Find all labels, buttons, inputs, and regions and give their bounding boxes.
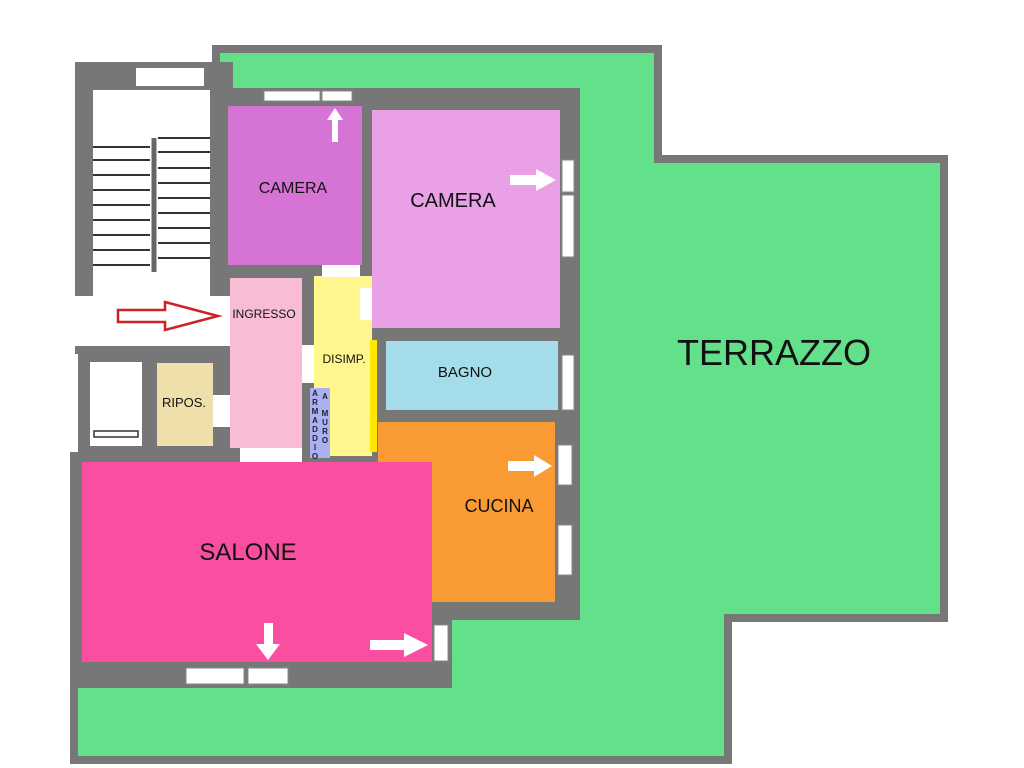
room-salone xyxy=(82,462,432,662)
room-camera-1 xyxy=(228,106,362,265)
svg-text:A: A xyxy=(312,416,318,425)
window-arrow-icon xyxy=(256,108,556,660)
entrance-arrow-icon xyxy=(116,300,223,332)
svg-text:D: D xyxy=(312,425,318,434)
svg-text:R: R xyxy=(312,398,318,407)
room-bagno xyxy=(386,341,558,410)
label-bagno: BAGNO xyxy=(438,364,492,381)
doorway xyxy=(322,265,360,277)
svg-text:U: U xyxy=(322,418,328,427)
room-ripostiglio xyxy=(157,363,213,446)
label-disimpegno: DISIMP. xyxy=(322,352,365,366)
label-cucina: CUCINA xyxy=(464,496,533,516)
window xyxy=(136,68,204,86)
stairs xyxy=(93,137,210,272)
svg-text:M: M xyxy=(312,407,319,416)
svg-text:D: D xyxy=(312,434,318,443)
label-salone: SALONE xyxy=(199,539,296,566)
svg-text:O: O xyxy=(312,452,318,461)
doorway xyxy=(302,345,314,383)
svg-text:A: A xyxy=(312,389,318,398)
disimpegno-edge xyxy=(370,340,377,452)
svg-text:R: R xyxy=(322,427,328,436)
label-ripostiglio: RIPOS. xyxy=(162,395,206,410)
room-armadi xyxy=(310,388,330,458)
doorway xyxy=(213,395,230,427)
svg-text:M: M xyxy=(322,409,329,418)
label-armadi-a-muro: A R M A D D I O A M U R O xyxy=(312,389,329,461)
windows xyxy=(185,90,575,685)
svg-text:A: A xyxy=(322,392,328,401)
label-ingresso: INGRESSO xyxy=(232,307,295,321)
closet-fixture xyxy=(93,430,139,438)
svg-text:O: O xyxy=(322,436,328,445)
room-ingresso xyxy=(230,278,302,448)
label-camera-2: CAMERA xyxy=(410,190,496,212)
svg-text:I: I xyxy=(314,443,316,452)
doorway xyxy=(360,288,372,320)
room-camera-2 xyxy=(372,110,560,328)
label-camera-1: CAMERA xyxy=(259,180,328,197)
doorway xyxy=(240,448,302,462)
label-terrazzo: TERRAZZO xyxy=(677,332,871,373)
